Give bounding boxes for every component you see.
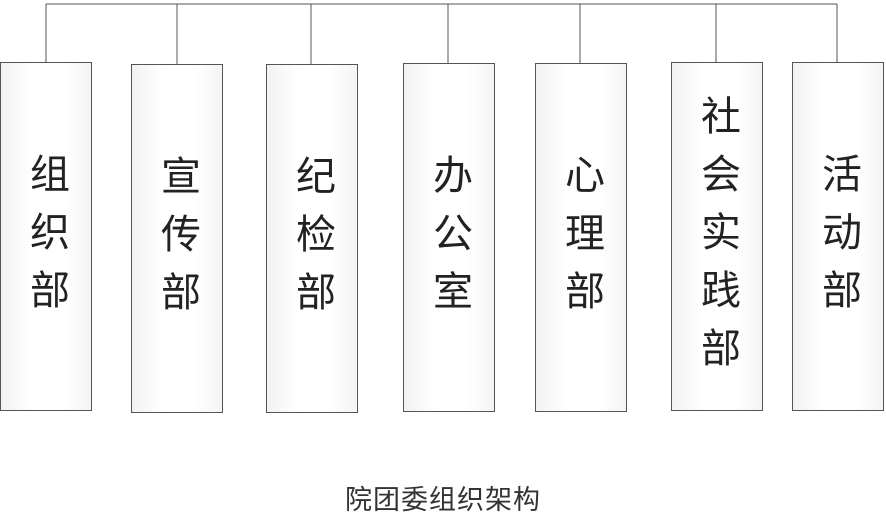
dept-label-psychology: 心理部: [558, 153, 604, 328]
dept-label-activities: 活动部: [815, 152, 861, 327]
dept-label-publicity: 宣传部: [154, 154, 200, 329]
dept-box-organization: 组织部: [0, 62, 92, 411]
dept-box-activities: 活动部: [792, 62, 884, 411]
dept-label-social-practice: 社会实践部: [694, 94, 740, 385]
diagram-title: 院团委组织架构: [345, 485, 541, 516]
dept-box-office: 办公室: [403, 63, 495, 412]
dept-box-social-practice: 社会实践部: [671, 62, 763, 411]
dept-box-discipline: 纪检部: [266, 64, 358, 413]
dept-box-publicity: 宣传部: [131, 64, 223, 413]
dept-box-psychology: 心理部: [535, 63, 627, 412]
dept-label-organization: 组织部: [23, 152, 69, 327]
dept-label-office: 办公室: [426, 153, 472, 328]
dept-label-discipline: 纪检部: [289, 154, 335, 329]
